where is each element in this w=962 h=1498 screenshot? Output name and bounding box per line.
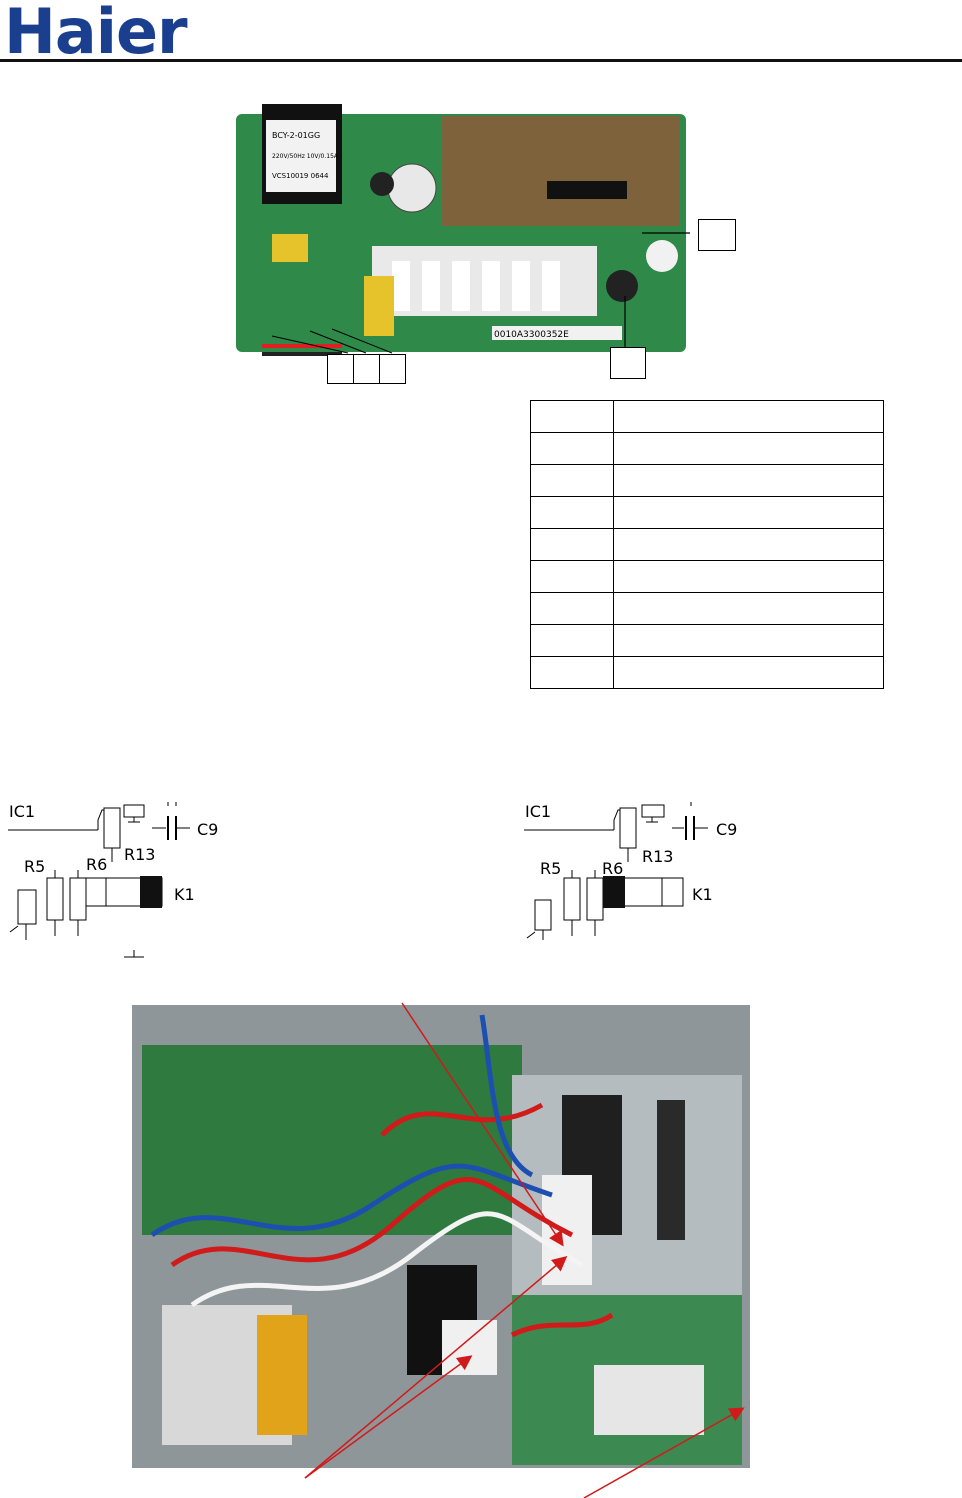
pcb-board-illustration: BCY-2-01GG 220V/50Hz 10V/0.15A VCS10019 …: [236, 104, 690, 356]
legend-row: [530, 592, 884, 625]
legend-table: [530, 400, 884, 689]
schematic-right-ic1: IC1: [525, 802, 551, 821]
transformer-label-1: BCY-2-01GG: [272, 131, 320, 140]
callout-box-3: [379, 354, 406, 384]
schematic-left-r13: R13: [124, 845, 155, 864]
schematic-left-drawing: IC1 C9 R13 R5 R6 K1: [8, 802, 218, 958]
legend-cell-value: [613, 464, 884, 497]
arrow-to-connector-left-a: [304, 1256, 568, 1479]
schematic-left-ic1: IC1: [9, 802, 35, 821]
board-code-label: 0010A3300352E: [494, 330, 569, 340]
header-rule: [0, 59, 962, 62]
schematic-left: IC1 C9 R13 R5 R6 K1: [0, 790, 260, 970]
legend-row: [530, 400, 884, 433]
legend-cell-key: [530, 592, 614, 625]
callout-box-right: [698, 219, 736, 251]
legend-row: [530, 656, 884, 689]
schematic-right-r13: R13: [642, 847, 673, 866]
arrow-to-top-connector: [401, 1002, 564, 1247]
legend-row: [530, 560, 884, 593]
legend-row: [530, 464, 884, 497]
schematic-right-r6: R6: [602, 859, 623, 878]
callout-box-1: [327, 354, 354, 384]
callout-box-bottom: [610, 347, 646, 379]
pcb-board-photo: BCY-2-01GG 220V/50Hz 10V/0.15A VCS10019 …: [232, 96, 690, 366]
legend-cell-key: [530, 400, 614, 433]
arrow-to-sensor: [583, 1407, 745, 1498]
transformer-label-2: 220V/50Hz 10V/0.15A: [272, 153, 339, 160]
wiring-box-photo: [132, 1005, 750, 1468]
arrow-to-connector-left-b: [304, 1355, 473, 1479]
legend-cell-value: [613, 432, 884, 465]
legend-cell-value: [613, 656, 884, 689]
schematic-left-r5: R5: [24, 857, 45, 876]
schematic-right-k1: K1: [692, 885, 713, 904]
schematic-right: IC1 C9 R13 R5 R6 K1: [516, 790, 776, 970]
schematic-left-k1: K1: [174, 885, 195, 904]
legend-row: [530, 528, 884, 561]
schematic-left-c9: C9: [197, 820, 218, 839]
schematic-right-drawing: IC1 C9 R13 R5 R6 K1: [524, 802, 737, 940]
schematic-right-r5: R5: [540, 859, 561, 878]
transformer-label-3: VCS10019 0644: [272, 172, 329, 180]
schematic-left-r6: R6: [86, 855, 107, 874]
legend-cell-key: [530, 528, 614, 561]
schematic-right-c9: C9: [716, 820, 737, 839]
legend-row: [530, 624, 884, 657]
legend-row: [530, 432, 884, 465]
wiring-box-illustration: [132, 1005, 750, 1468]
legend-cell-value: [613, 400, 884, 433]
haier-logo: Haier: [4, 0, 188, 68]
